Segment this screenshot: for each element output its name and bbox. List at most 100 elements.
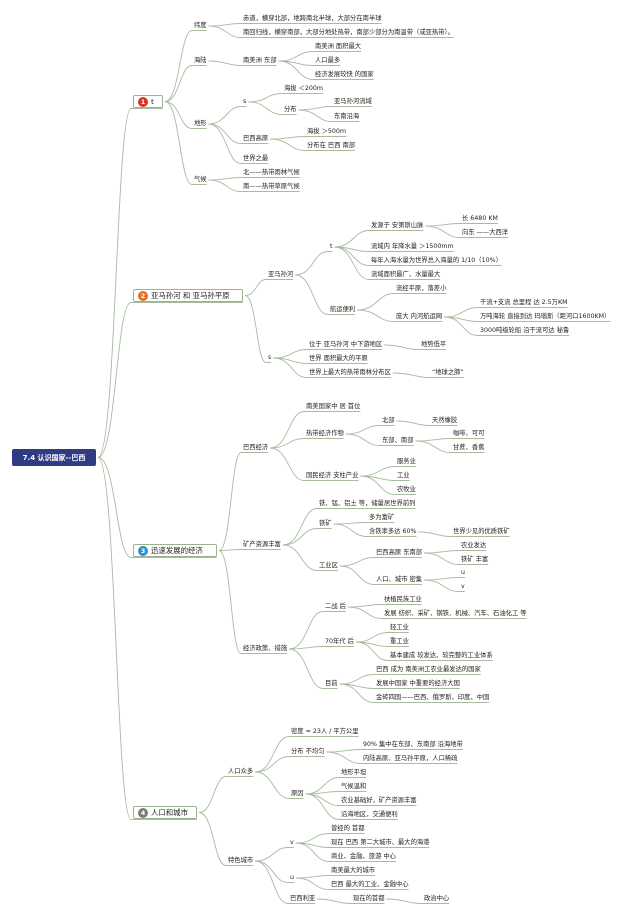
node-east-coast[interactable]: 90% 集中在东部、东南部 沿海地带 [363, 741, 463, 748]
node-largest-city[interactable]: 南美最大的城市 [331, 867, 376, 874]
node-sugarcane[interactable]: 甘蔗、香蕉 [453, 444, 485, 451]
node-economic-power[interactable]: 发展中国家 中重要的经济大国 [376, 680, 460, 687]
node-earth-lung[interactable]: “地球之肺” [432, 369, 464, 376]
node-amazon-river[interactable]: 亚马孙河 [268, 271, 294, 278]
node-industrial-system[interactable]: 基本建成 较发达、较完整的工业体系 [390, 652, 493, 659]
node-latitude-equator[interactable]: 赤道，横穿北部，地跨南北半球，大部分在南半球 [243, 15, 382, 22]
node-plain-low[interactable]: 地势低平 [421, 341, 447, 348]
node-large-population[interactable]: 人口众多 [228, 768, 254, 775]
node-amazon-basin[interactable]: 亚马孙河流域 [334, 98, 372, 105]
node-post-war[interactable]: 二战 后 [325, 603, 346, 610]
node-nav-manaus[interactable]: 万吨海轮 直接到达 玛瑙斯（距河口1600KM） [480, 313, 611, 320]
node-mineral[interactable]: 矿产资源丰富 [243, 541, 281, 548]
node-climate[interactable]: 气候 [194, 176, 207, 183]
node-brazil-economy[interactable]: 巴西经济 [243, 444, 269, 451]
node-agri-base[interactable]: 农业基础好，矿产资源丰富 [341, 797, 417, 804]
node-heavy-industry[interactable]: 重工业 [390, 638, 409, 645]
node-tropical-crops[interactable]: 热带经济作物 [306, 430, 344, 437]
node-world-largest[interactable]: 世界之最 [243, 155, 269, 162]
node-industrial-zone[interactable]: 工业区 [319, 562, 338, 569]
node-city-u[interactable]: u [461, 569, 465, 576]
node-plain-largest[interactable]: 世界 面积最大的平原 [309, 355, 368, 362]
node-brazil-plateau[interactable]: 巴西高原 [243, 135, 269, 142]
node-iron-rich[interactable]: 铁矿 丰富 [461, 556, 489, 563]
branch-2-node[interactable]: 2 亚马孙河 和 亚马孙平原 [133, 289, 243, 302]
node-rubber[interactable]: 天然橡胶 [432, 417, 458, 424]
node-plateau-southeast[interactable]: 巴西高原 东南部 [376, 549, 423, 556]
node-precipitation[interactable]: 流域内 年降水量 ＞1500mm [371, 243, 454, 250]
node-navigation[interactable]: 航运便利 [330, 306, 356, 313]
node-brasilia[interactable]: 巴西利亚 [290, 895, 316, 902]
node-economy-first[interactable]: 南美国家中 居 首位 [306, 403, 361, 410]
node-flat-terrain[interactable]: 地形平坦 [341, 769, 367, 776]
node-city-v2[interactable]: v [290, 839, 294, 846]
node-most-population[interactable]: 人口最多 [315, 57, 341, 64]
branch-1-node[interactable]: 1 t [133, 95, 163, 108]
node-city-v[interactable]: v [461, 583, 465, 590]
node-commerce-center[interactable]: 商业、金融、旅游 中心 [331, 853, 396, 860]
node-altitude-low[interactable]: 海拔 ＜200m [284, 85, 324, 92]
node-industry[interactable]: 工业 [397, 472, 410, 479]
node-source[interactable]: 发源于 安第斯山脉 [371, 222, 424, 229]
node-second-city[interactable]: 现在 巴西 第二大城市、最大的海港 [331, 839, 430, 846]
node-plain-s[interactable]: s [243, 98, 247, 105]
node-north[interactable]: 北部 [382, 417, 395, 424]
node-ore-reserves[interactable]: 铁、锰、铝土 等，储量居世界前列 [319, 500, 416, 507]
node-fast-economy[interactable]: 经济发展较快 的国家 [315, 71, 374, 78]
node-length[interactable]: 长 6480 KM [462, 215, 498, 222]
node-special-cities[interactable]: 特色城市 [228, 857, 254, 864]
node-most-developed[interactable]: 巴西 成为 南美洲工农业最发达的国家 [376, 666, 481, 673]
node-plain-location[interactable]: 位于 亚马孙河 中下游地区 [309, 341, 383, 348]
node-nav-peru[interactable]: 3000吨级轮船 沿干流可达 秘鲁 [480, 327, 570, 334]
node-political-center[interactable]: 政治中心 [424, 895, 450, 902]
node-flow-east[interactable]: 向东 ——大西洋 [462, 229, 509, 236]
node-coastal-transport[interactable]: 沿海地区，交通便利 [341, 811, 398, 818]
node-inland-sparse[interactable]: 内陆高原、亚马孙平原，人口稀疏 [363, 755, 458, 762]
node-dense-cities[interactable]: 人口、城市 密集 [376, 576, 423, 583]
node-climate-south[interactable]: 南——热带草原气候 [243, 183, 300, 190]
node-nav-mileage[interactable]: 干流+支流 总里程 达 2.5万KM [480, 299, 568, 306]
node-rich-ore[interactable]: 多为富矿 [369, 514, 395, 521]
node-sea-land[interactable]: 海陆 [194, 57, 207, 64]
node-latitude-tropic[interactable]: 南回归线，横穿南部，大部分地处热带，南部少部分为南温带（或亚热带）。 [243, 29, 454, 36]
node-current[interactable]: 目前 [325, 680, 338, 687]
node-services[interactable]: 服务业 [397, 458, 416, 465]
node-1970s[interactable]: 70年代 后 [325, 638, 354, 645]
node-national-industry[interactable]: 扶植民族工业 [384, 596, 422, 603]
node-nav-network[interactable]: 庞大 内河航运网 [396, 313, 443, 320]
node-coffee[interactable]: 咖啡、可可 [453, 430, 485, 437]
node-develop-sectors[interactable]: 发展 纺织、采矿、钢铁、机械、汽车、石油化工 等 [384, 610, 527, 617]
node-south-america-east[interactable]: 南美洲 东部 [243, 57, 277, 64]
node-terrain[interactable]: 地形 [194, 120, 207, 127]
node-altitude-high[interactable]: 海拔 ＞500m [307, 128, 347, 135]
node-rainforest[interactable]: 世界上最大的热带雨林分布区 [309, 369, 391, 376]
node-discharge-share[interactable]: 每年入海水量为世界总入海量的 1/10（10%） [371, 257, 502, 264]
node-southeast-coast[interactable]: 东南沿海 [334, 113, 360, 120]
node-bric[interactable]: 金砖四国——巴西、俄罗斯、印度、中国 [376, 694, 490, 701]
branch-3-node[interactable]: 3 迅速发展的经济 [133, 544, 217, 557]
node-iron-content[interactable]: 含铁率多达 60% [369, 528, 417, 535]
node-largest-area[interactable]: 南美洲 面积最大 [315, 43, 362, 50]
branch-4-node[interactable]: 4 人口和城市 [133, 806, 197, 819]
node-uneven[interactable]: 分布 不均匀 [291, 748, 325, 755]
node-latitude[interactable]: 纬度 [194, 22, 207, 29]
node-agriculture[interactable]: 农牧业 [397, 486, 416, 493]
node-density[interactable]: 密度 ≈ 23人 / 平方公里 [291, 728, 359, 735]
node-nav-plain[interactable]: 流经平原，落差小 [396, 285, 447, 292]
node-plateau-distribution[interactable]: 分布在 巴西 南部 [307, 142, 356, 149]
node-agri-developed[interactable]: 农业发达 [461, 542, 487, 549]
node-river-t[interactable]: t [330, 243, 333, 250]
node-light-industry[interactable]: 轻工业 [390, 624, 409, 631]
node-pillar-industry[interactable]: 国民经济 支柱产业 [306, 472, 359, 479]
node-finance-center[interactable]: 巴西 最大的工业、金融中心 [331, 881, 409, 888]
root-node[interactable]: 7.4 认识国家--巴西 [12, 449, 96, 466]
node-former-capital[interactable]: 曾经的 首都 [331, 825, 365, 832]
node-basin-area[interactable]: 流域面积最广、水量最大 [371, 271, 441, 278]
node-distribution[interactable]: 分布 [284, 106, 297, 113]
node-quality-ore[interactable]: 世界少见的优质铁矿 [453, 528, 510, 535]
node-plain-s2[interactable]: s [268, 354, 272, 361]
node-current-capital[interactable]: 现在的首都 [353, 895, 385, 902]
node-policy[interactable]: 经济政策、措施 [243, 645, 288, 652]
node-mild-climate[interactable]: 气候温和 [341, 783, 367, 790]
node-climate-north[interactable]: 北——热带雨林气候 [243, 169, 300, 176]
